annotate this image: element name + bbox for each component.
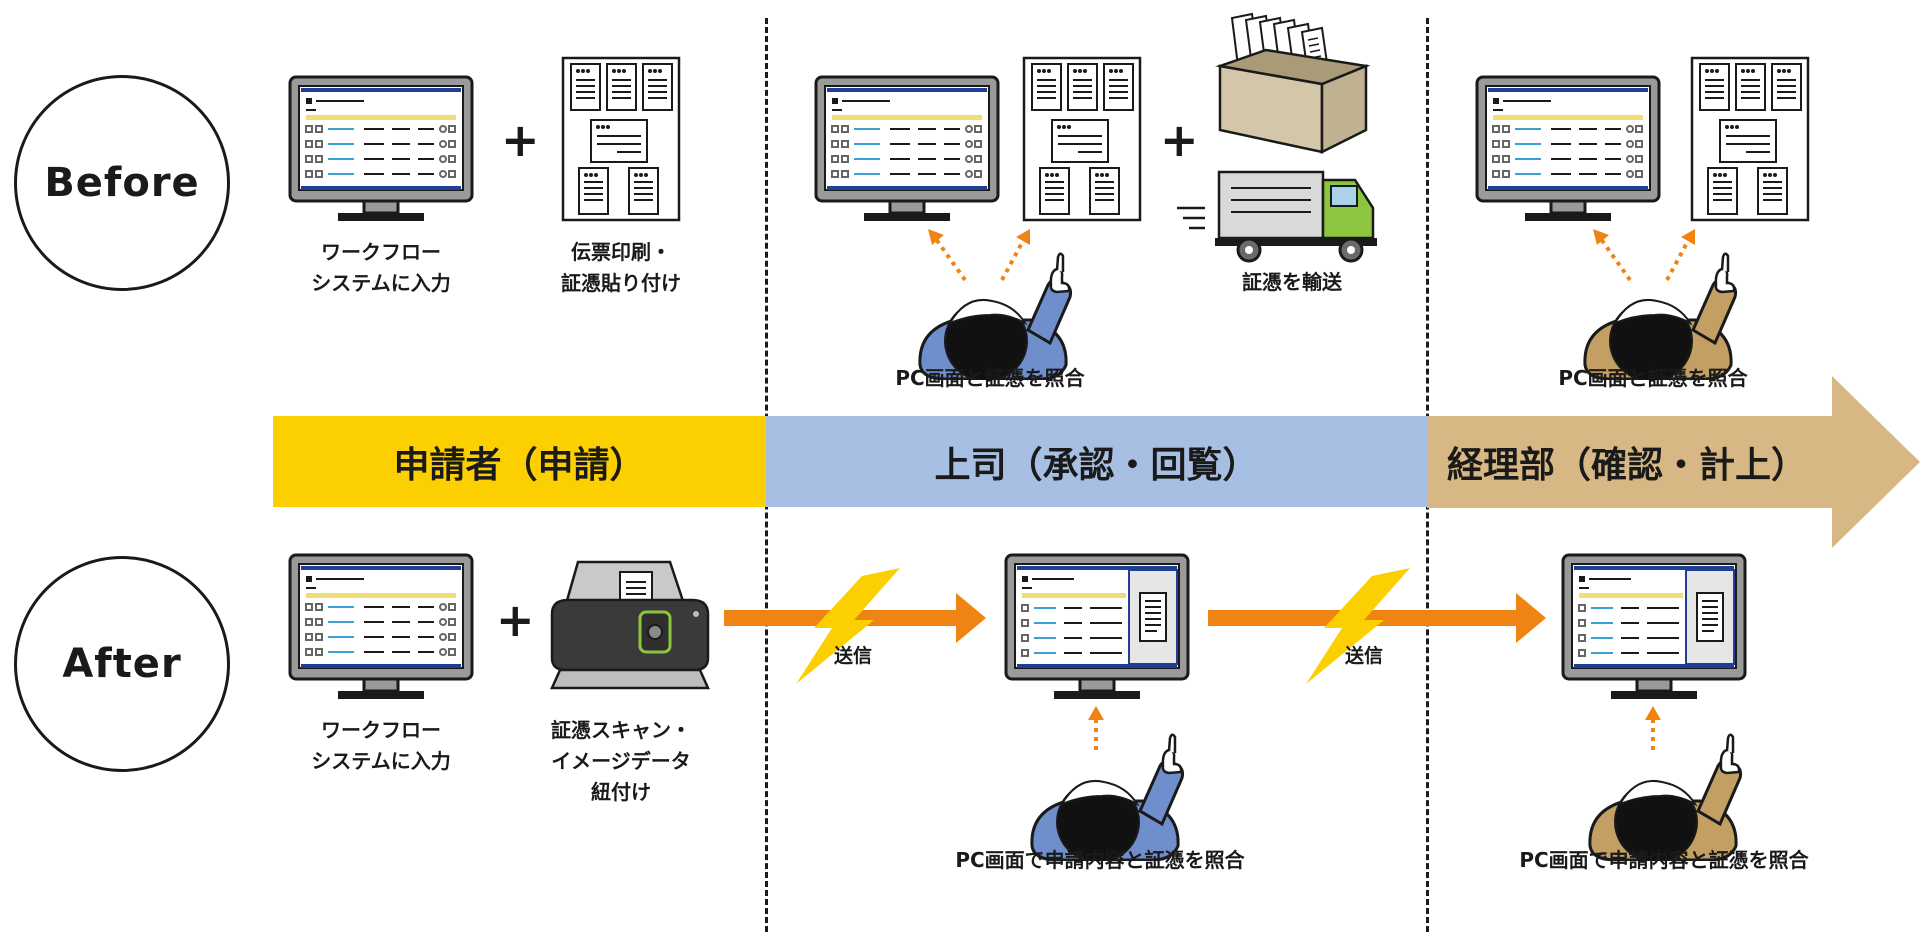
phase-manager: 上司（承認・回覧） (766, 416, 1427, 507)
after-monitor-accounting (1561, 553, 1747, 703)
plus-icon: + (501, 113, 540, 167)
after-monitor-manager (1004, 553, 1190, 703)
after-gaze-manager (1088, 706, 1104, 750)
after-monitor-applicant (288, 553, 474, 703)
after-accounting-caption: PC画面で申請内容と証憑を照合 (1519, 848, 1809, 872)
lightning-icon (1306, 568, 1410, 684)
send-label-2: 送信 (1345, 645, 1384, 667)
before-workflow-caption: ワークフロー システムに入力 (311, 240, 451, 295)
before-label: Before (44, 160, 200, 206)
before-slips-applicant (561, 56, 681, 222)
after-gaze-accounting (1645, 706, 1661, 750)
scanner-icon (550, 560, 710, 690)
before-monitor-applicant (288, 75, 474, 225)
before-manager-caption: PC画面と証憑を照合 (895, 366, 1085, 390)
phase-accounting: 経理部（確認・計上） (1427, 416, 1827, 507)
before-gaze-accounting (1593, 229, 1695, 282)
after-person-accounting (1580, 726, 1750, 861)
truck-icon (1177, 170, 1377, 263)
after-circle: After (14, 556, 230, 772)
after-label: After (62, 641, 182, 687)
after-scan-caption: 証憑スキャン・ イメージデータ 紐付け (551, 718, 691, 804)
before-monitor-manager (814, 75, 1000, 225)
phase-manager-label: 上司（承認・回覧） (934, 444, 1259, 486)
lightning-icon (796, 568, 900, 684)
before-gaze-manager (928, 229, 1030, 282)
before-accounting-caption: PC画面と証憑を照合 (1558, 366, 1748, 390)
after-person-manager (1022, 726, 1192, 861)
before-circle: Before (14, 75, 230, 291)
transport-caption: 証憑を輸送 (1242, 270, 1342, 294)
phase-applicant-label: 申請者（申請） (393, 444, 646, 486)
plus-icon: + (496, 593, 535, 647)
phase-accounting-label: 経理部（確認・計上） (1446, 444, 1807, 486)
before-slips-manager (1022, 56, 1142, 222)
phase-arrow-head (1427, 376, 1920, 548)
before-slips-accounting (1690, 56, 1810, 222)
send-arrow-2 (1208, 593, 1546, 643)
document-box-icon (1215, 12, 1371, 155)
before-monitor-accounting (1475, 75, 1661, 225)
plus-icon: + (1160, 113, 1199, 167)
before-print-caption: 伝票印刷・ 証憑貼り付け (561, 240, 681, 295)
after-manager-caption: PC画面で申請内容と証憑を照合 (955, 848, 1245, 872)
after-workflow-caption: ワークフロー システムに入力 (311, 718, 451, 773)
send-label-1: 送信 (834, 645, 873, 667)
phase-applicant: 申請者（申請） (273, 416, 766, 507)
